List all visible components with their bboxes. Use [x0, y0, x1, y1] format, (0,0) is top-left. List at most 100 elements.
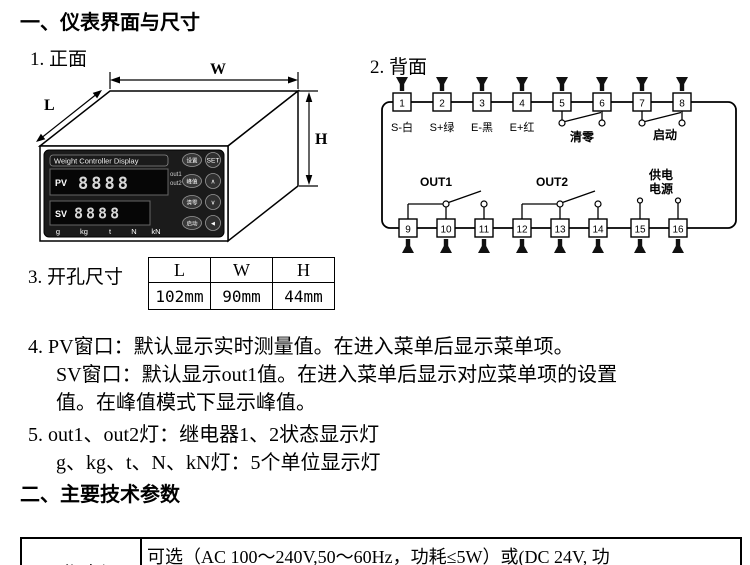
connector-lug-icon: [592, 239, 604, 253]
svg-text:8: 8: [679, 99, 685, 110]
panel-button-set[interactable]: 设置 SET: [182, 152, 221, 168]
svg-text:11: 11: [479, 225, 490, 236]
panel-title: Weight Controller Display: [54, 157, 139, 166]
item4-line3: 值。在峰值模式下显示峰值。: [56, 392, 316, 414]
out2-label: OUT2: [536, 175, 568, 189]
item5-line2: g、kg、t、N、kN灯：5个单位显示灯: [56, 452, 381, 474]
svg-text:9: 9: [405, 225, 411, 236]
connector-lug-icon: [476, 77, 488, 91]
connector-lug-icon: [676, 77, 688, 91]
panel-title-box: [49, 154, 169, 167]
svg-text:4: 4: [519, 99, 525, 110]
svg-text:16: 16: [672, 225, 684, 236]
pv-value: 8888: [78, 174, 131, 194]
connector-lug-icon: [436, 77, 448, 91]
terminal-bottom-12: 12: [512, 218, 532, 253]
out2-relay: OUT2: [521, 175, 602, 219]
sensor-label-s-minus: S-白: [391, 120, 413, 134]
terminal-top-7: 7: [632, 77, 652, 112]
front-caption: 1. 正面: [30, 49, 88, 70]
item4-line2: SV窗口：默认显示out1值。在进入菜单后显示对应菜单项的设置: [56, 364, 618, 386]
out2-lamp-label: out2: [170, 181, 182, 187]
item4-line1: 4. PV窗口：默认显示实时测量值。在进入菜单后显示菜单项。: [28, 336, 574, 358]
connector-lug-icon: [672, 239, 684, 253]
zero-button-label: 清零: [186, 199, 198, 207]
svg-text:10: 10: [440, 225, 452, 236]
terminal-top-8: 8: [672, 77, 692, 112]
connector-lug-icon: [556, 77, 568, 91]
zero-switch: 清零: [558, 111, 606, 144]
svg-text:14: 14: [592, 225, 604, 236]
svg-text:3: 3: [479, 99, 485, 110]
svg-text:15: 15: [634, 225, 646, 236]
dim-h-label: H: [315, 131, 328, 148]
terminal-bottom-9: 9: [398, 218, 418, 253]
terminal-top-4: 4: [512, 77, 532, 112]
terminal-bottom-11: 11: [474, 218, 494, 253]
out1-label: OUT1: [420, 175, 452, 189]
unit-kn: kN: [151, 227, 160, 236]
power-supply-label: 工作电源: [22, 539, 142, 565]
pv-display: [49, 168, 169, 196]
power-supply-value: 可选（AC 100～240V,50～60Hz，功耗≤5W）或(DC 24V, 功: [147, 547, 610, 565]
unit-g: g: [56, 227, 60, 236]
sv-value: 8888: [74, 205, 122, 223]
svg-text:2: 2: [439, 99, 445, 110]
set-key-label: SET: [207, 158, 220, 165]
terminal-top-2: 2: [432, 77, 452, 112]
cutout-header-row: L W H: [148, 257, 335, 283]
cutout-caption: 3. 开孔尺寸: [28, 267, 124, 288]
section1-heading: 一、仪表界面与尺寸: [20, 12, 200, 34]
out1-lamp-label: out1: [170, 172, 182, 178]
out1-relay: OUT1: [407, 175, 488, 219]
front-diagram: W L H Weight Controller Display PV 8888 …: [36, 61, 328, 243]
unit-n: N: [131, 227, 136, 236]
terminal-bottom-10: 10: [436, 218, 456, 253]
left-key-label: ◄: [210, 221, 216, 228]
terminal-top-5: 5: [552, 77, 572, 112]
peak-button-label: 峰值: [186, 178, 198, 186]
connector-lug-icon: [634, 239, 646, 253]
terminal-top-1: 1: [392, 77, 412, 112]
terminal-bottom-14: 14: [588, 218, 608, 253]
cutout-value-l: 102mm: [148, 282, 211, 310]
terminal-bottom-13: 13: [550, 218, 570, 253]
panel-button-start[interactable]: 启动 ◄: [182, 215, 221, 231]
back-diagram: 1 2 3 4 5 6 7 8 S-白 S+绿 E-黑 E+红 清零 启动: [381, 77, 737, 253]
start-switch: 启动: [638, 111, 686, 142]
panel-button-peak[interactable]: 峰值 ∧: [182, 173, 221, 189]
sv-label: SV: [55, 209, 67, 219]
connector-lug-icon: [396, 77, 408, 91]
svg-text:5: 5: [559, 99, 565, 110]
dimension-l: L: [36, 90, 102, 142]
sensor-label-s-plus: S+绿: [430, 120, 455, 134]
section2-heading: 二、主要技术参数: [20, 484, 180, 506]
down-key-label: ∨: [211, 200, 216, 207]
start-switch-label: 启动: [653, 127, 677, 142]
connector-lug-icon: [554, 239, 566, 253]
connector-lug-icon: [516, 239, 528, 253]
dim-l-label: L: [44, 97, 55, 114]
cutout-value-w: 90mm: [210, 282, 273, 310]
dimension-h: H: [299, 90, 328, 187]
connector-lug-icon: [478, 239, 490, 253]
power-label-line2: 电源: [649, 181, 673, 196]
svg-text:13: 13: [554, 225, 566, 236]
connector-lug-icon: [440, 239, 452, 253]
svg-text:7: 7: [639, 99, 645, 110]
up-key-label: ∧: [211, 179, 216, 186]
back-caption: 2. 背面: [370, 57, 428, 78]
dim-w-label: W: [210, 61, 226, 78]
panel-button-zero[interactable]: 清零 ∨: [182, 194, 221, 210]
zero-switch-label: 清零: [570, 129, 595, 144]
start-button-label: 启动: [186, 220, 198, 228]
unit-t: t: [109, 227, 112, 236]
terminal-top-6: 6: [592, 77, 612, 112]
power-label-line1: 供电: [648, 167, 673, 182]
svg-text:1: 1: [399, 99, 405, 110]
front-panel: Weight Controller Display PV 8888 out1 o…: [43, 149, 225, 238]
dimension-w: W: [109, 61, 299, 89]
set-button-label: 设置: [186, 157, 198, 165]
svg-text:12: 12: [516, 225, 528, 236]
connector-lug-icon: [596, 77, 608, 91]
